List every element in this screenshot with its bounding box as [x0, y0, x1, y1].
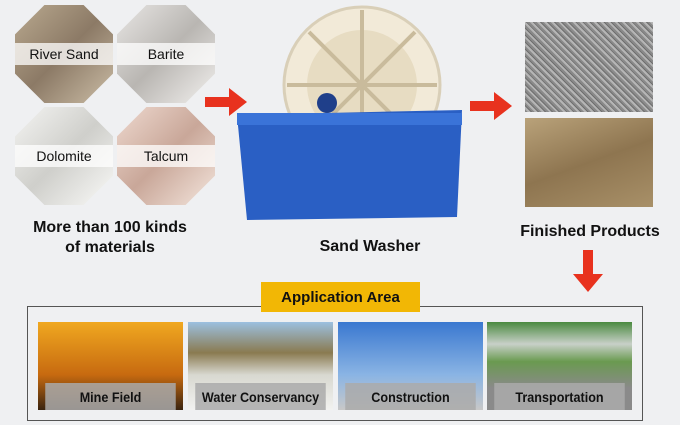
- machine-label: Sand Washer: [319, 238, 421, 255]
- application-water-conservancy: Water Conservancy: [188, 322, 333, 410]
- material-river-sand: River Sand: [15, 5, 113, 103]
- material-label: River Sand: [15, 43, 113, 65]
- application-mine-field: Mine Field: [38, 322, 183, 410]
- material-talcum: Talcum: [117, 107, 215, 205]
- material-label: Dolomite: [15, 145, 113, 167]
- arrow-right-icon: [470, 92, 512, 120]
- product-fine-sand-image: [525, 22, 653, 112]
- sand-washer-image: [237, 5, 462, 220]
- material-label: Talcum: [117, 145, 215, 167]
- application-label: Transportation: [494, 383, 625, 410]
- application-title: Application Area: [261, 282, 420, 312]
- arrow-right-icon: [205, 88, 247, 116]
- caption-line: of materials: [65, 239, 155, 256]
- products-label: Finished Products: [520, 223, 660, 240]
- materials-caption: More than 100 kinds of materials: [20, 218, 200, 258]
- caption-line: More than 100 kinds: [33, 219, 187, 236]
- application-label: Construction: [345, 383, 476, 410]
- material-barite: Barite: [117, 5, 215, 103]
- material-label: Barite: [117, 43, 215, 65]
- material-dolomite: Dolomite: [15, 107, 113, 205]
- application-construction: Construction: [338, 322, 483, 410]
- application-transportation: Transportation: [487, 322, 632, 410]
- application-label: Water Conservancy: [195, 383, 326, 410]
- arrow-down-icon: [573, 250, 603, 292]
- application-label: Mine Field: [45, 383, 176, 410]
- product-coarse-sand-image: [525, 118, 653, 207]
